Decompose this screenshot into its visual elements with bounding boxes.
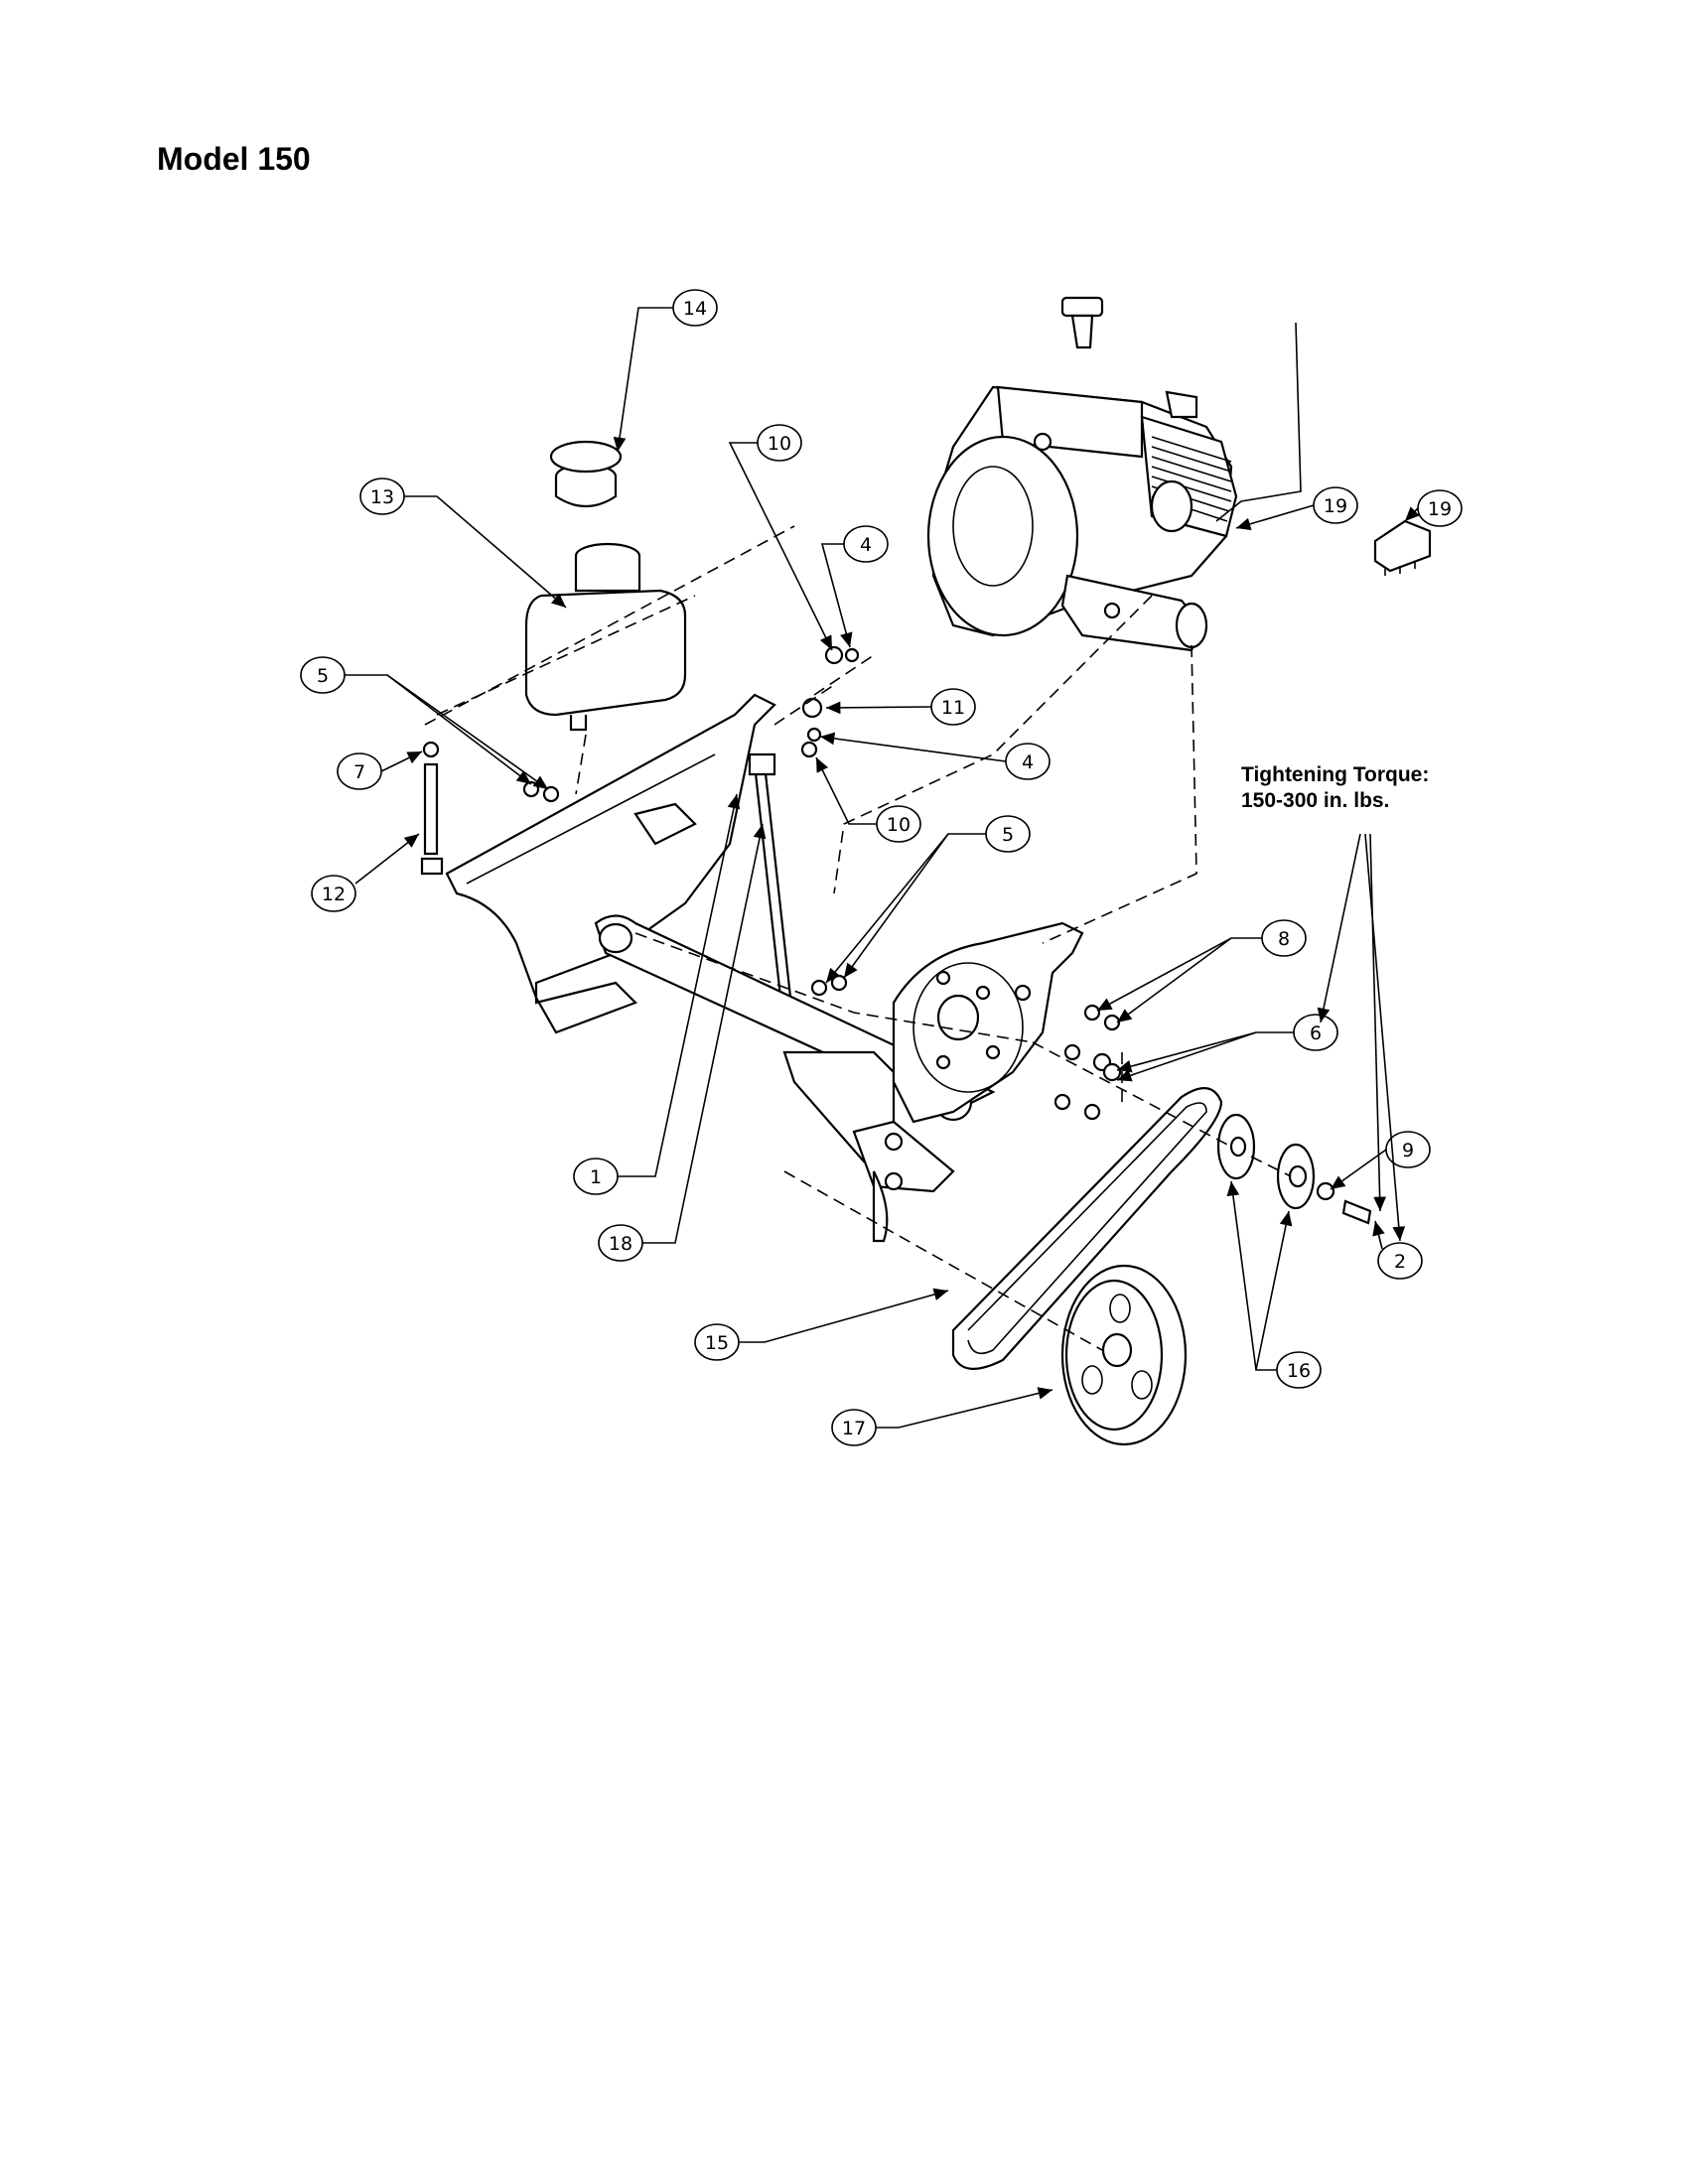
callout-1-label: 1 <box>590 1166 602 1188</box>
torque-note: Tightening Torque: 150-300 in. lbs. <box>1241 762 1429 814</box>
callout-10-top-label: 10 <box>768 433 791 455</box>
engine <box>926 296 1302 652</box>
drive-belt <box>951 1087 1223 1370</box>
callout-18: 18 <box>598 823 767 1262</box>
callout-10-mid: 10 <box>815 756 921 843</box>
callout-7: 7 <box>337 751 423 790</box>
callout-12: 12 <box>311 833 420 912</box>
page-title: Model 150 <box>157 141 311 177</box>
fuel-line <box>420 741 444 876</box>
callout-15-label: 15 <box>705 1332 729 1354</box>
callout-13-label: 13 <box>370 486 394 508</box>
callout-4-mid-label: 4 <box>1022 751 1034 773</box>
callout-19-engine-label: 19 <box>1324 495 1347 517</box>
alignment-lines <box>424 525 1292 1351</box>
callout-11: 11 <box>825 688 976 726</box>
callout-19-engine: 19 <box>1235 486 1358 531</box>
callout-10-top: 10 <box>728 424 833 651</box>
callout-6-label: 6 <box>1310 1023 1322 1044</box>
callout-2: 2 <box>1372 1220 1423 1280</box>
pulley-halves <box>1216 1113 1372 1225</box>
torque-arrows <box>1317 833 1406 1242</box>
callout-14: 14 <box>613 289 718 453</box>
callout-5-left-label: 5 <box>317 665 329 687</box>
hardware-fasteners <box>522 645 1122 1121</box>
callout-9: 9 <box>1330 1131 1431 1190</box>
callout-10-mid-label: 10 <box>887 814 911 836</box>
callout-14-label: 14 <box>683 298 707 320</box>
callout-18-label: 18 <box>609 1233 632 1255</box>
callout-4-top-label: 4 <box>860 534 872 556</box>
callout-12-label: 12 <box>322 884 346 905</box>
torque-note-line-2: 150-300 in. lbs. <box>1241 789 1390 812</box>
callout-11-label: 11 <box>941 697 965 719</box>
starter-switch <box>1373 519 1432 576</box>
torque-note-line-1: Tightening Torque: <box>1241 763 1430 786</box>
callout-8-label: 8 <box>1278 928 1290 950</box>
callout-2-label: 2 <box>1394 1251 1406 1273</box>
callout-5-left: 5 <box>300 656 549 790</box>
auger-pulley <box>1060 1264 1188 1446</box>
callout-1: 1 <box>573 793 741 1195</box>
gas-cap <box>549 440 623 507</box>
callout-15: 15 <box>694 1288 949 1361</box>
callout-4-top: 4 <box>820 525 889 648</box>
callout-17-label: 17 <box>842 1418 866 1439</box>
callout-16-label: 16 <box>1287 1360 1311 1382</box>
callout-16: 16 <box>1226 1180 1322 1389</box>
gas-tank <box>524 542 687 732</box>
callout-7-label: 7 <box>353 761 365 783</box>
callout-5-mid-label: 5 <box>1002 824 1014 846</box>
callout-19-switch: 19 <box>1404 489 1463 527</box>
callout-13: 13 <box>359 478 567 609</box>
callout-4-mid: 4 <box>819 732 1051 780</box>
callout-17: 17 <box>831 1387 1053 1446</box>
callout-6: 6 <box>1116 1014 1338 1082</box>
callout-19-switch-label: 19 <box>1428 498 1452 520</box>
callout-8: 8 <box>1096 919 1307 1024</box>
callout-5-mid: 5 <box>825 815 1031 984</box>
callout-9-label: 9 <box>1402 1140 1414 1161</box>
